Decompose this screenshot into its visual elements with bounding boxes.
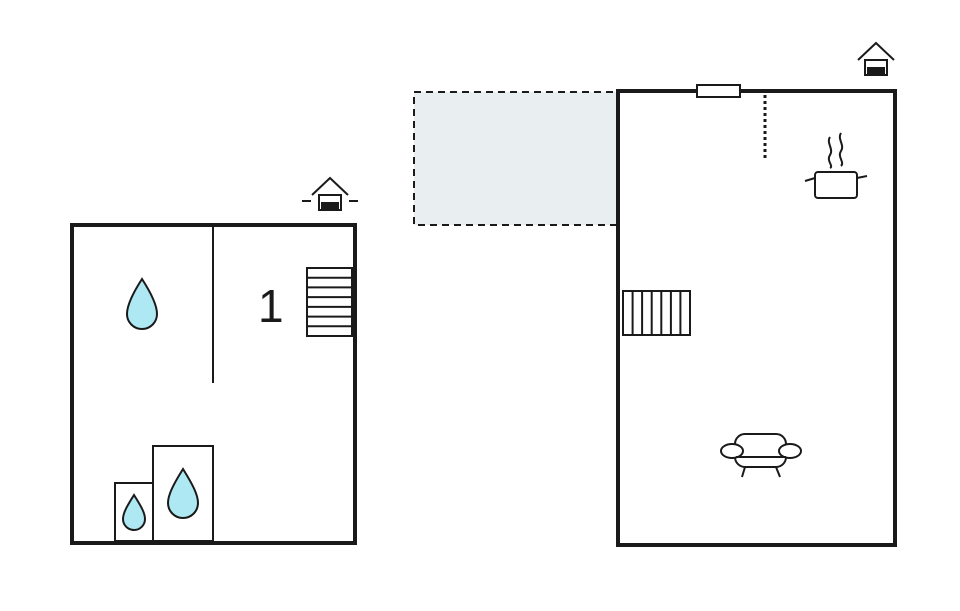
- floor-label: 1: [258, 280, 284, 332]
- window-icon: [696, 84, 741, 98]
- entrance-house-icon: [302, 176, 358, 211]
- toilet-icon: [114, 482, 154, 542]
- lower-floor: 1: [70, 176, 358, 545]
- kitchen-pot-icon: [804, 132, 868, 199]
- entrance-house-icon: [857, 41, 895, 76]
- terrace-area: [413, 91, 618, 226]
- stairs-icon: [306, 267, 353, 337]
- water-drop-icon: [125, 277, 159, 330]
- upper-floor-walls: [616, 89, 897, 547]
- sofa-icon: [720, 433, 802, 478]
- upper-floor: [616, 41, 897, 547]
- lower-floor-walls: [70, 223, 357, 545]
- stairs-icon: [622, 290, 691, 336]
- shower-icon: [152, 445, 214, 542]
